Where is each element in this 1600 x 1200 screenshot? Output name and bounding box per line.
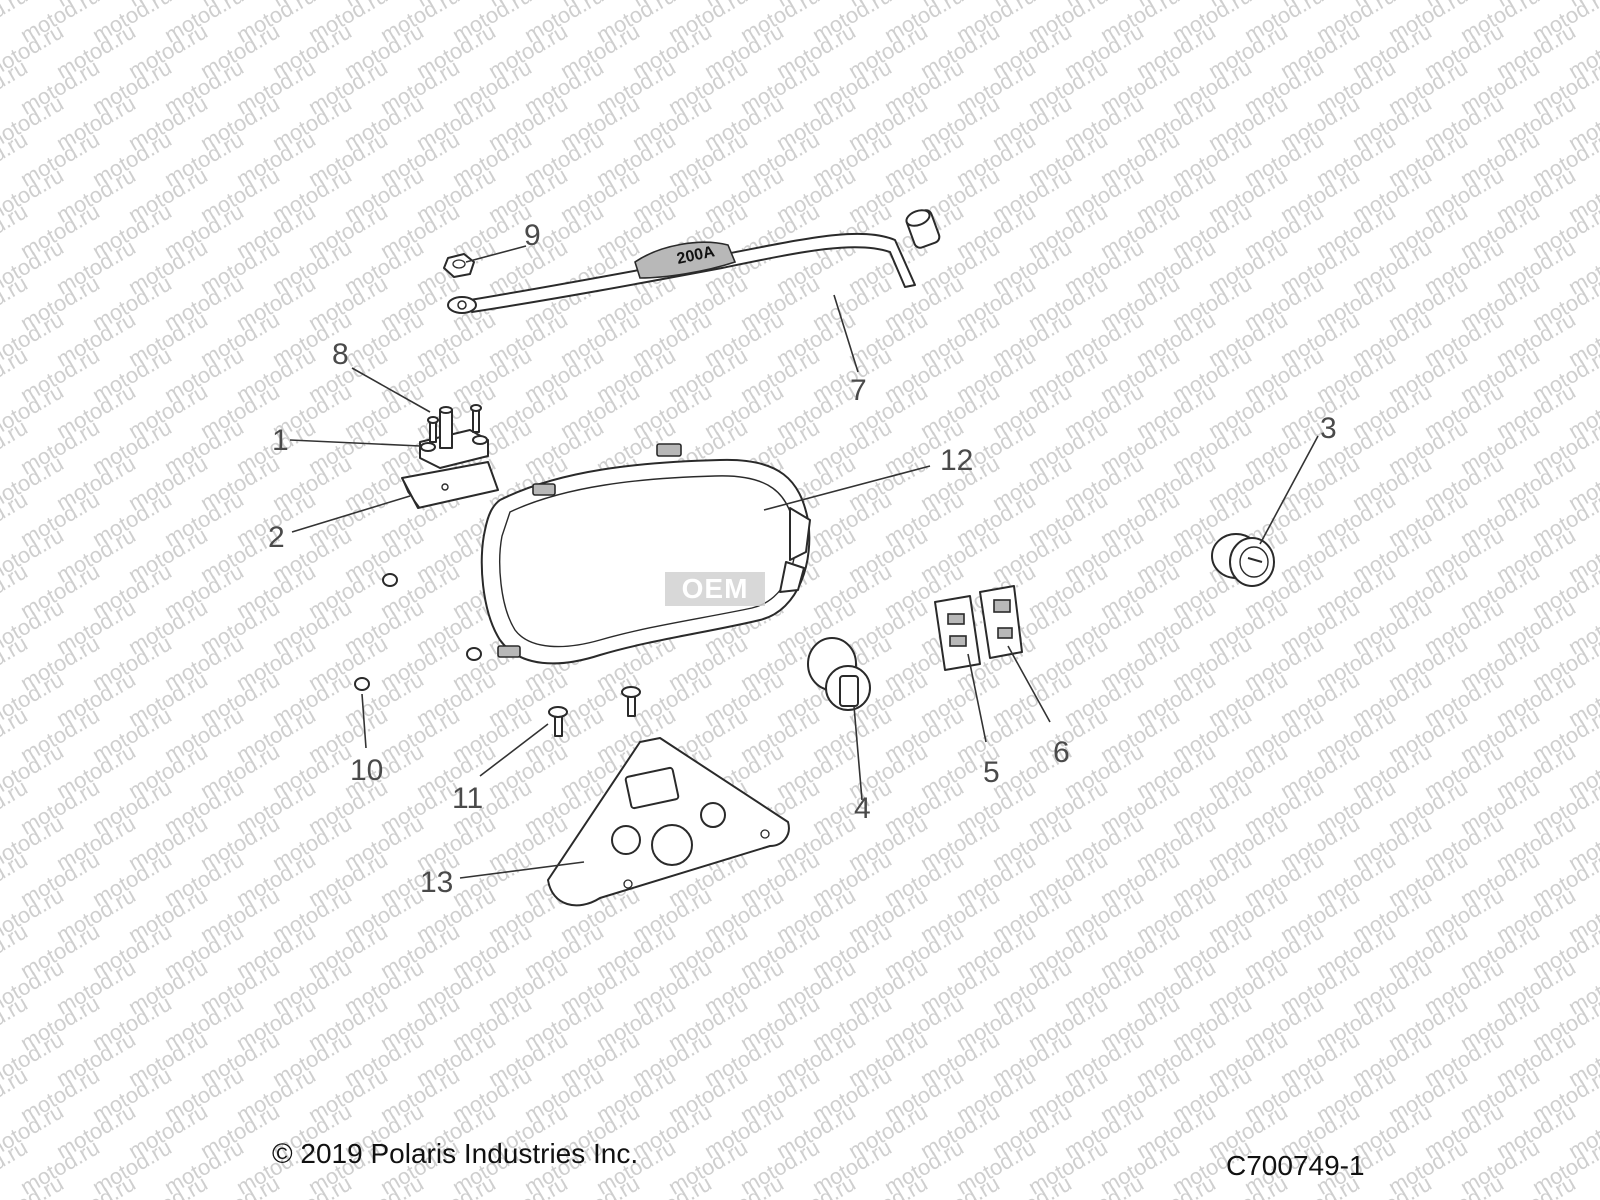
- battery-cable-part: 200A: [447, 209, 941, 314]
- bracket-part: [401, 461, 499, 509]
- mounting-plate-part: [547, 737, 790, 907]
- callout-4: 4: [854, 792, 871, 825]
- leader-3: [1259, 435, 1319, 545]
- callout-13: 13: [420, 866, 453, 899]
- leader-1: [289, 439, 421, 447]
- leader-9: [465, 245, 527, 263]
- callout-10: 10: [350, 754, 383, 787]
- callout-12: 12: [940, 444, 973, 477]
- leader-11: [479, 723, 549, 777]
- nut-part: [443, 253, 475, 278]
- dash-bezel-part: [480, 443, 811, 665]
- power-outlet-part: [1211, 533, 1275, 587]
- rocker-switch-parts: [934, 585, 1023, 671]
- leader-8: [351, 367, 431, 413]
- terminal-block-part: [419, 404, 489, 469]
- leader-13: [459, 861, 585, 879]
- leader-2: [291, 495, 411, 533]
- leader-lines: [289, 245, 1319, 879]
- oem-badge: OEM: [665, 572, 765, 606]
- callout-7: 7: [850, 374, 867, 407]
- callout-9: 9: [524, 219, 541, 252]
- ignition-switch-part: [807, 637, 871, 711]
- leader-10: [361, 693, 367, 749]
- callout-11: 11: [452, 782, 483, 815]
- callout-1: 1: [272, 424, 289, 457]
- leader-7: [833, 294, 859, 373]
- callout-3: 3: [1320, 412, 1337, 445]
- callout-5: 5: [983, 756, 1000, 789]
- callout-8: 8: [332, 338, 349, 371]
- callout-6: 6: [1053, 736, 1070, 769]
- figure-code: C700749-1: [1226, 1150, 1365, 1181]
- leader-6: [1007, 645, 1051, 723]
- leader-5: [967, 653, 987, 743]
- callout-2: 2: [268, 521, 285, 554]
- bolt-parts: [548, 686, 641, 737]
- copyright-notice: © 2019 Polaris Industries Inc.: [272, 1138, 639, 1169]
- leader-12: [763, 465, 931, 511]
- grommet-parts: [354, 573, 482, 691]
- leader-4: [853, 705, 863, 801]
- callout-numbers: 1 2 3 4 5 6 7 8 9 10 11 12 13: [268, 219, 1337, 899]
